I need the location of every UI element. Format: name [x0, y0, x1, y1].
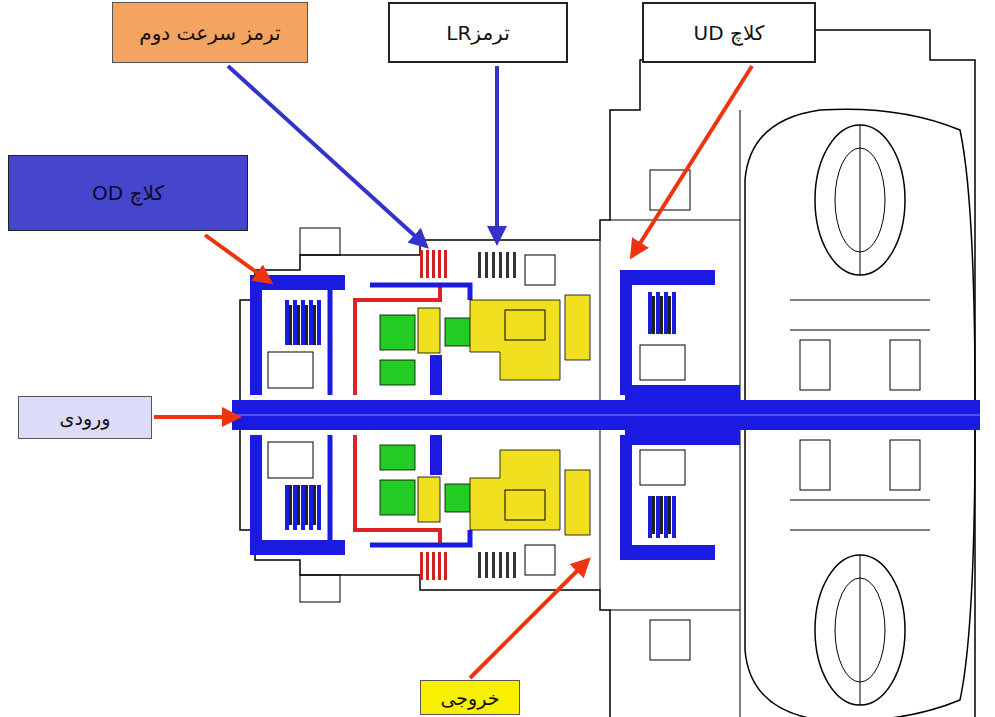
- label-text: خروجی: [441, 687, 500, 709]
- label-text: کلاچ UD: [694, 21, 765, 45]
- label-box: ترمزLR: [388, 2, 568, 63]
- label-box: ورودی: [18, 396, 152, 439]
- label-text: ترمز سرعت دوم: [139, 21, 280, 45]
- label-box: کلاچ OD: [8, 155, 248, 231]
- label-text: کلاچ OD: [92, 181, 164, 205]
- label-box: کلاچ UD: [642, 2, 816, 63]
- label-text: ورودی: [60, 407, 111, 429]
- label-text: ترمزLR: [446, 21, 509, 45]
- label-box: خروجی: [420, 680, 520, 715]
- label-box: ترمز سرعت دوم: [112, 2, 308, 63]
